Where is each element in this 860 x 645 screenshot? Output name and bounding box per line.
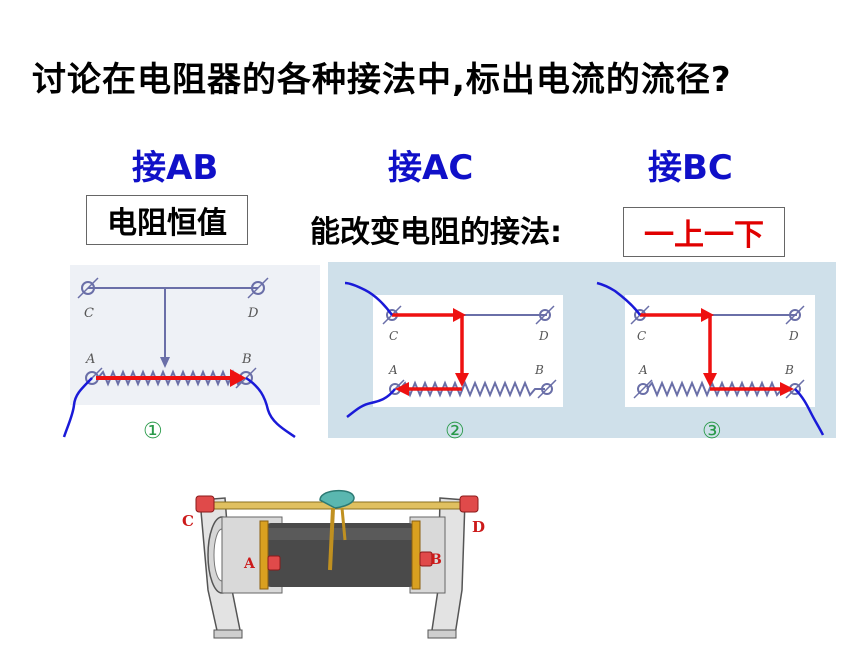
diagram-number-1: ①: [143, 419, 163, 444]
constant-resistance-label: 电阻恒值: [107, 206, 227, 241]
terminal-d-icon: [539, 309, 551, 321]
diagram-ab: C D A B ①: [62, 265, 320, 444]
connection-ac-heading: 接AC: [388, 148, 474, 188]
label-b: B: [241, 352, 252, 367]
connection-bc-heading: 接BC: [648, 148, 733, 188]
wire-a: [62, 377, 93, 438]
method-box: 一上一下: [623, 207, 785, 257]
terminal-a-icon: [637, 383, 649, 395]
slider-contact-icon: [160, 357, 170, 368]
wire-a: [346, 388, 396, 418]
wire-b: [245, 376, 296, 439]
label-a: A: [388, 363, 398, 377]
terminal-b-knob: [419, 551, 433, 567]
wire-b: [794, 388, 825, 436]
diagram-number-2: ②: [445, 419, 465, 444]
diagram-ac: C D A B ②: [344, 281, 563, 444]
label-a: A: [638, 363, 648, 377]
connection-ab-heading: 接AB: [132, 148, 219, 188]
label-c: C: [84, 306, 94, 321]
label-b: B: [784, 363, 794, 377]
slider-knob: [319, 489, 355, 509]
label-b: B: [534, 363, 544, 377]
label-c: C: [637, 329, 646, 343]
label-d: D: [538, 329, 549, 343]
label-c: C: [389, 329, 398, 343]
constant-resistance-box: 电阻恒值: [86, 195, 248, 245]
diagram-bc: C D A B ③: [596, 281, 825, 444]
page-title: 讨论在电阻器的各种接法中,标出电流的流径?: [32, 60, 732, 100]
slider-arm: [328, 507, 335, 571]
current-arrowhead-icon: [455, 373, 469, 387]
method-label: 一上一下: [644, 218, 764, 253]
resistance-coil: [646, 380, 792, 398]
terminal-a-knob: [267, 555, 281, 571]
label-d: D: [788, 329, 799, 343]
terminal-c-knob: [195, 495, 215, 513]
current-arrowhead-icon: [395, 382, 409, 396]
rheostat-label-c: C: [182, 512, 194, 530]
current-arrowhead-icon: [701, 308, 714, 322]
rheostat-label-b: B: [430, 552, 442, 568]
terminal-b-icon: [541, 383, 553, 395]
terminal-d-icon: [251, 281, 265, 295]
wire-c: [596, 281, 642, 316]
label-d: D: [247, 306, 259, 321]
current-arrowhead-icon: [453, 308, 466, 322]
changeable-resistance-label: 能改变电阻的接法:: [310, 215, 562, 250]
resistance-coil: [399, 380, 545, 398]
terminal-d-knob: [459, 495, 479, 513]
diagram-number-3: ③: [702, 419, 722, 444]
current-arrowhead-icon: [780, 382, 794, 396]
terminal-c-icon: [81, 281, 95, 295]
rheostat-label-d: D: [472, 518, 485, 536]
label-a: A: [85, 352, 95, 367]
wire-c: [344, 281, 394, 316]
current-arrowhead-icon: [703, 373, 717, 387]
rheostat-label-a: A: [243, 556, 256, 572]
rheostat-illustration: C D A B: [182, 489, 485, 639]
current-arrowhead-icon: [230, 369, 246, 387]
terminal-d-icon: [789, 309, 801, 321]
